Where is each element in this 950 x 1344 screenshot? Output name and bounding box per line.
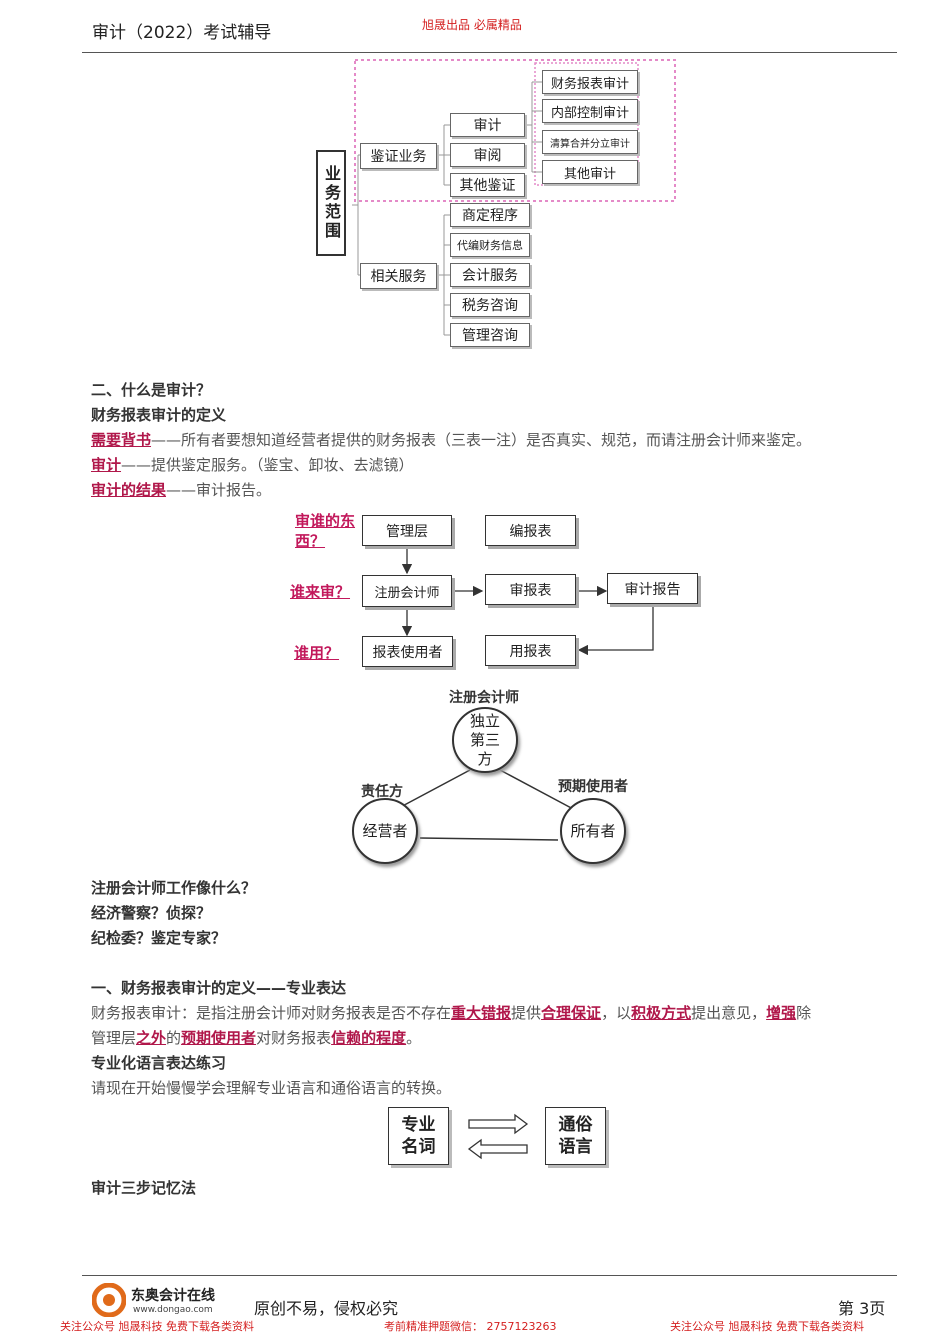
logo-text: 东奥会计在线 (131, 1288, 215, 1304)
footer-note-center: 考前精准押题微信： 2757123263 (384, 1320, 557, 1333)
definition-line-2: 审计——提供鉴定服务。（鉴宝、卸妆、去滤镜） (91, 453, 414, 478)
tree-node-agreed-procedures: 商定程序 (450, 203, 530, 227)
keyword-degree-of-confidence: 信赖的程度 (331, 1029, 407, 1047)
tree-connectors (352, 59, 676, 336)
circle-independent-third-party: 独立第三方 (452, 707, 518, 773)
tree-node-tax: 税务咨询 (450, 293, 530, 317)
flow-audit-report: 审计报告 (607, 573, 698, 604)
flow-prepare-statements: 编报表 (485, 515, 576, 546)
keyword-endorsement: 需要背书 (91, 431, 152, 449)
def-text-2: ，以 (601, 1004, 632, 1022)
def-text-8: 。 (406, 1029, 422, 1047)
practice-heading: 专业化语言表达练习 (91, 1054, 227, 1072)
def-text-5: 管理层 (91, 1029, 137, 1047)
keyword-positive-form: 积极方式 (631, 1004, 692, 1022)
label-cpa: 注册会计师 (449, 690, 519, 706)
tree-branch-assurance: 鉴证业务 (360, 143, 437, 169)
bidirectional-arrows-icon (467, 1113, 529, 1160)
logo-url: www.dongao.com (133, 1305, 213, 1315)
tree-node-compilation: 代编财务信息 (450, 233, 530, 257)
tree-node-liquidation-audit: 清算合并分立审计 (542, 130, 638, 154)
keyword-reasonable-assurance: 合理保证 (541, 1004, 602, 1022)
def-text-6: 的 (166, 1029, 182, 1047)
def-text-7: 对财务报表 (256, 1029, 332, 1047)
definition-text-3: ——审计报告。 (166, 481, 272, 499)
question-who-uses: 谁用？ (294, 644, 340, 662)
tree-node-other-assurance: 其他鉴证 (450, 173, 525, 197)
keyword-intended-users: 预期使用者 (181, 1029, 257, 1047)
tree-node-ic-audit: 内部控制审计 (542, 99, 638, 123)
dongao-logo-icon (91, 1282, 127, 1318)
flow-use-statements: 用报表 (485, 635, 576, 666)
professional-definition-line-1: 财务报表审计：是指注册会计师对财务报表是否不存在重大错报提供合理保证，以积极方式… (91, 1001, 811, 1026)
flow-cpa: 注册会计师 (362, 575, 452, 607)
definition-line-1: 需要背书——所有者要想知道经营者提供的财务报表（三表一注）是否真实、规范，而请注… (91, 428, 811, 453)
footer-note-right: 关注公众号 旭晟科技 免费下载各类资料 (670, 1320, 864, 1333)
keyword-material-misstatement: 重大错报 (451, 1004, 512, 1022)
header-divider (82, 52, 897, 53)
circle-operator: 经营者 (352, 798, 418, 864)
triangle-lines (394, 769, 576, 841)
def-text-4: 除 (796, 1004, 812, 1022)
def-prefix: 财务报表审计：是指注册会计师对财务报表是否不存在 (91, 1004, 452, 1022)
footer-note-left: 关注公众号 旭晟科技 免费下载各类资料 (60, 1320, 254, 1333)
memory-method-heading: 审计三步记忆法 (91, 1179, 197, 1197)
footer-divider (82, 1275, 897, 1276)
label-responsible-party: 责任方 (361, 784, 403, 800)
tree-node-management: 管理咨询 (450, 323, 530, 347)
keyword-other-than: 之外 (136, 1029, 167, 1047)
professional-definition-line-2: 管理层之外的预期使用者对财务报表信赖的程度。 (91, 1026, 421, 1051)
tree-node-fs-audit: 财务报表审计 (542, 70, 638, 94)
definition-text-1: ——所有者要想知道经营者提供的财务报表（三表一注）是否真实、规范，而请注册会计师… (151, 431, 812, 449)
page-number: 第 3页 (838, 1299, 886, 1318)
copyright-slogan: 原创不易，侵权必究 (254, 1299, 399, 1318)
question-2: 经济警察？侦探？ (91, 904, 212, 922)
document-title: 审计（2022）考试辅导 (92, 23, 272, 43)
section1-heading: 一、财务报表审计的定义——专业表达 (91, 979, 347, 997)
question-who-audits: 谁来审？ (290, 583, 351, 601)
tree-branch-related: 相关服务 (360, 263, 437, 289)
box-plain-language-text: 通俗语言 (558, 1115, 593, 1157)
flow-statement-users: 报表使用者 (362, 636, 453, 667)
box-professional-terms: 专业名词 (388, 1107, 449, 1165)
tree-root: 业务范围 (316, 150, 346, 256)
question-3: 纪检委？鉴定专家？ (91, 929, 227, 947)
tree-node-accounting: 会计服务 (450, 263, 530, 287)
tree-node-other-audit: 其他审计 (542, 160, 638, 184)
question-1: 注册会计师工作像什么？ (91, 879, 257, 897)
keyword-enhance: 增强 (766, 1004, 797, 1022)
definition-line-3: 审计的结果——审计报告。 (91, 478, 271, 503)
circle-owner: 所有者 (560, 798, 626, 864)
keyword-audit: 审计 (91, 456, 122, 474)
keyword-audit-result: 审计的结果 (91, 481, 167, 499)
def-text-1: 提供 (511, 1004, 542, 1022)
label-intended-users: 预期使用者 (558, 779, 628, 795)
tree-node-review: 审阅 (450, 143, 525, 167)
def-text-3: 提出意见， (691, 1004, 767, 1022)
section2-heading: 二、什么是审计？ (91, 381, 212, 399)
circle-independent-text: 独立第三方 (469, 711, 500, 768)
definition-text-2: ——提供鉴定服务。（鉴宝、卸妆、去滤镜） (121, 456, 414, 474)
tree-node-audit: 审计 (450, 113, 525, 137)
flow-arrows (401, 548, 654, 656)
question-whose: 审谁的东西？ (295, 512, 356, 550)
flow-review-statements: 审报表 (485, 574, 576, 605)
section2-subheading: 财务报表审计的定义 (91, 406, 227, 424)
box-professional-terms-text: 专业名词 (401, 1115, 436, 1157)
flow-management: 管理层 (362, 515, 452, 546)
practice-text: 请现在开始慢慢学会理解专业语言和通俗语言的转换。 (91, 1079, 452, 1097)
header-tag: 旭晟出品 必属精品 (422, 18, 522, 32)
box-plain-language: 通俗语言 (545, 1107, 606, 1165)
